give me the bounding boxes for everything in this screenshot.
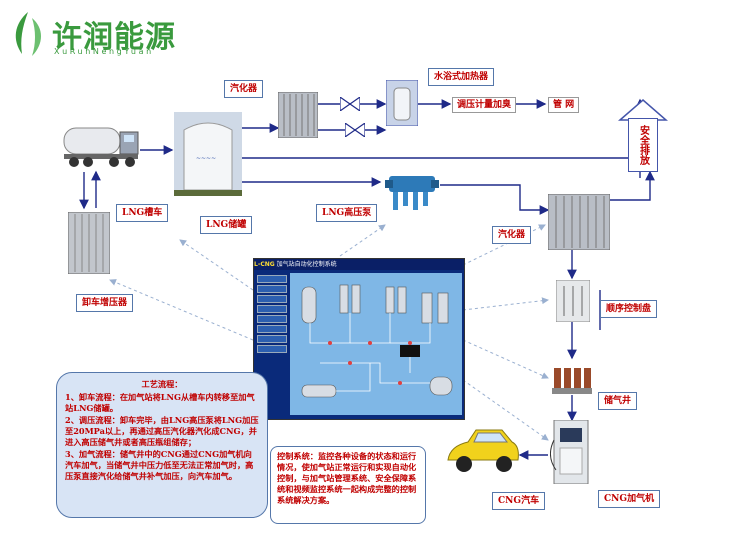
logo-chinese-text: 许润能源 [52, 20, 176, 55]
pipe-network-label: 管 网 [548, 97, 580, 113]
metering-label: 调压计量加臭 [452, 97, 517, 113]
cng-dispenser-label: CNG加气机 [598, 490, 661, 508]
water-bath-heater-image [386, 80, 418, 126]
vaporizer-right-image [548, 194, 610, 250]
sequence-panel-image [556, 280, 590, 322]
scada-sidebar [257, 273, 287, 415]
vaporizer-top-label: 汽化器 [224, 80, 264, 98]
scada-title: 加气站自动化控制系统 [276, 261, 337, 268]
scada-side-button[interactable] [257, 335, 287, 343]
sequence-panel-label: 顺序控制盘 [600, 300, 658, 318]
lng-truck-image [63, 127, 139, 167]
scada-title-prefix: L-CNG [254, 261, 275, 268]
lng-pump-label: LNG高压泵 [316, 204, 378, 222]
scada-side-button[interactable] [257, 315, 287, 323]
svg-text:~~~~: ~~~~ [196, 155, 216, 162]
process-step-1: 1、卸车流程：在加气站将LNG从槽车内转移至加气站LNG储罐。 [65, 392, 255, 413]
cng-car-label: CNG汽车 [492, 492, 546, 510]
lng-pump-image [385, 176, 439, 210]
valve-icon [340, 97, 360, 111]
cng-car-image [447, 429, 519, 472]
scada-side-button[interactable] [257, 345, 287, 353]
process-step-3: 3、加气流程：储气井中的CNG通过CNG加气机向汽车加气，当储气井中压力低至无法… [65, 449, 254, 481]
scada-side-button[interactable] [257, 285, 287, 293]
lng-tank-image: ~~~~ [174, 112, 242, 196]
process-description-box: 工艺流程： 1、卸车流程：在加气站将LNG从槽车内转移至加气站LNG储罐。 2、… [56, 372, 268, 518]
lng-tank-label: LNG储罐 [200, 216, 253, 234]
scada-side-button[interactable] [257, 275, 287, 283]
scada-process-diagram [290, 273, 462, 415]
control-system-box: 控制系统：监控各种设备的状态和运行情况，使加气站正常运行和实现自动化控制，与加气… [270, 446, 426, 524]
logo-leaf-icon [15, 12, 41, 56]
unload-booster-image [68, 212, 110, 274]
cng-dispenser-image [550, 420, 589, 484]
process-step-2: 2、调压流程：卸车完毕，由LNG高压泵将LNG加压至20MPa以上，再通过高压汽… [65, 415, 259, 447]
scada-side-button[interactable] [257, 295, 287, 303]
vaporizer-right-label: 汽化器 [492, 226, 532, 244]
unload-booster-label: 卸车增压器 [76, 294, 134, 312]
storage-well-label: 储气井 [598, 392, 638, 410]
scada-title-bar: L-CNG 加气站自动化控制系统 [254, 259, 464, 270]
process-title: 工艺流程： [141, 379, 183, 389]
vaporizer-top-image [278, 92, 318, 138]
scada-screen: L-CNG 加气站自动化控制系统 [253, 258, 465, 420]
scada-side-button[interactable] [257, 325, 287, 333]
logo-english-text: XuRunNengYuan [54, 47, 154, 56]
water-bath-label: 水浴式加热器 [428, 68, 495, 86]
valve-icon-2 [345, 123, 365, 137]
lng-truck-label: LNG槽车 [116, 204, 169, 222]
scada-side-button[interactable] [257, 305, 287, 313]
storage-well-image [552, 368, 592, 394]
safety-vent-box: 安全排放 [628, 118, 658, 172]
